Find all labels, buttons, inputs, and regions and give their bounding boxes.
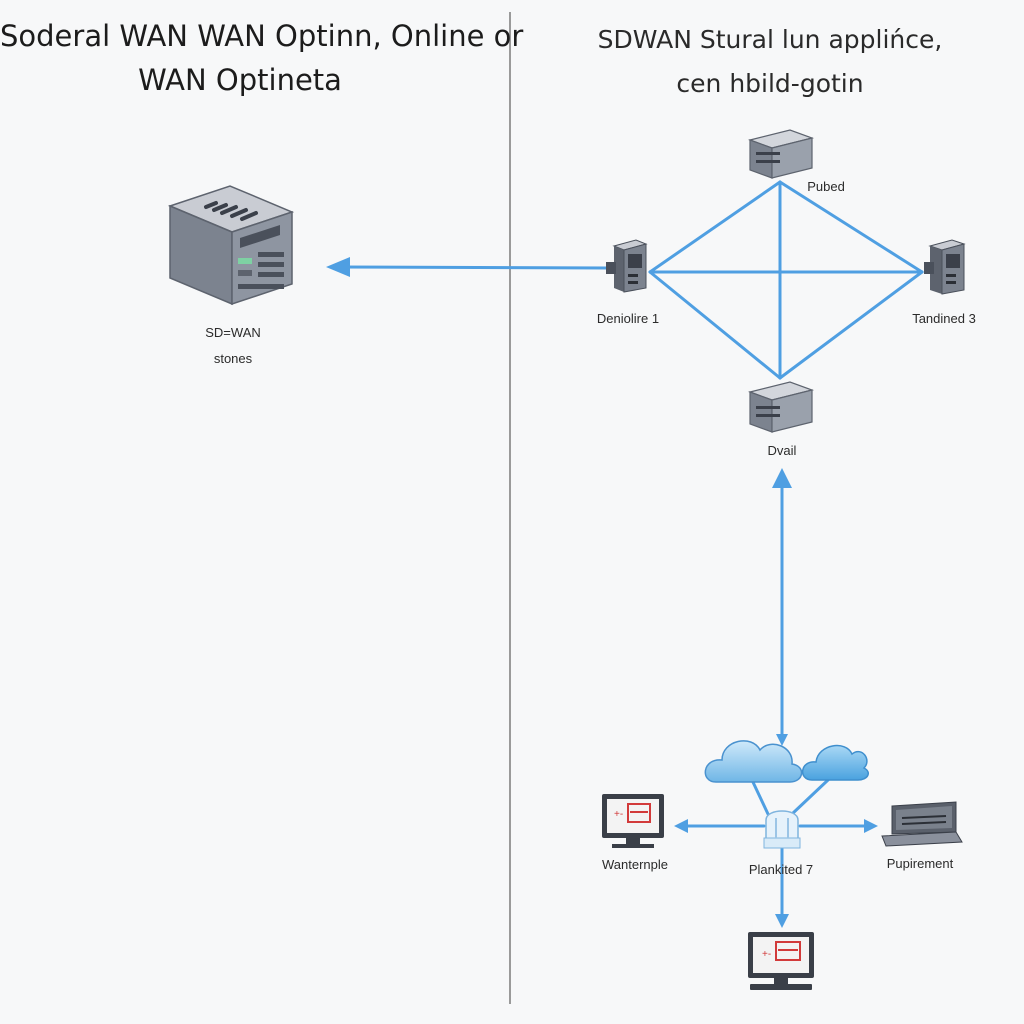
tower-server-icon-deniolire	[606, 239, 648, 293]
link-tandined-dvail	[778, 270, 924, 380]
node-label-wanternple: Wanternple	[602, 857, 668, 872]
appliance-label-line1: SD=WAN	[205, 325, 261, 340]
link-deniolire-to-appliance	[338, 265, 610, 270]
node-label-deniolire: Deniolire 1	[596, 311, 660, 326]
link-pubed-tandined	[778, 180, 924, 274]
svg-text:+-: +-	[614, 809, 623, 820]
node-label-dvail: Dvail	[767, 443, 797, 458]
router-icon-dvail	[747, 381, 815, 433]
node-label-pubed: Pubed	[807, 179, 845, 194]
right-panel-title: SDWAN Stural lun applińce, cen hbild-got…	[560, 18, 980, 106]
arrow-head-laptop	[864, 819, 878, 833]
node-label-sdwan-appliance: SD=WAN stones	[188, 320, 278, 372]
arrow-head-down-clouds	[776, 734, 788, 746]
arrow-head-up	[772, 468, 792, 488]
link-gateway-cloud-left	[750, 778, 770, 816]
left-panel-title: Soderal WAN WAN Optinn, Online or WAN Op…	[0, 14, 524, 102]
cloud-icon-left	[704, 740, 803, 783]
cloud-icon-right	[802, 744, 869, 781]
node-label-tandined: Tandined 3	[912, 311, 976, 326]
router-icon-pubed	[747, 129, 815, 179]
arrow-head-bottom	[775, 914, 789, 928]
gateway-icon-plankited	[763, 810, 801, 849]
monitor-icon-wanternple: +-	[602, 794, 664, 848]
right-title-line1: SDWAN Stural lun applińce,	[597, 25, 943, 54]
appliance-label-line2: stones	[213, 351, 253, 366]
tower-server-icon-tandined	[924, 239, 966, 295]
link-gateway-cloud-right	[790, 778, 830, 816]
arrow-head-left	[326, 257, 350, 277]
server-appliance-icon	[167, 185, 295, 306]
links	[326, 180, 924, 928]
left-title-line2: WAN Optineta	[138, 63, 342, 97]
link-pubed-deniolire	[648, 180, 782, 274]
node-label-pupirement: Pupirement	[886, 856, 954, 871]
laptop-icon-pupirement	[881, 801, 963, 847]
node-label-plankited: Plankited 7	[748, 862, 814, 877]
monitor-icon-bottom: +-	[748, 932, 814, 990]
link-deniolire-dvail	[648, 270, 782, 380]
right-title-line2: cen hbild-gotin	[676, 69, 864, 98]
svg-text:+-: +-	[762, 949, 771, 960]
left-title-line1: Soderal WAN WAN Optinn, Online or	[0, 19, 524, 53]
arrow-head-monitor	[674, 819, 688, 833]
